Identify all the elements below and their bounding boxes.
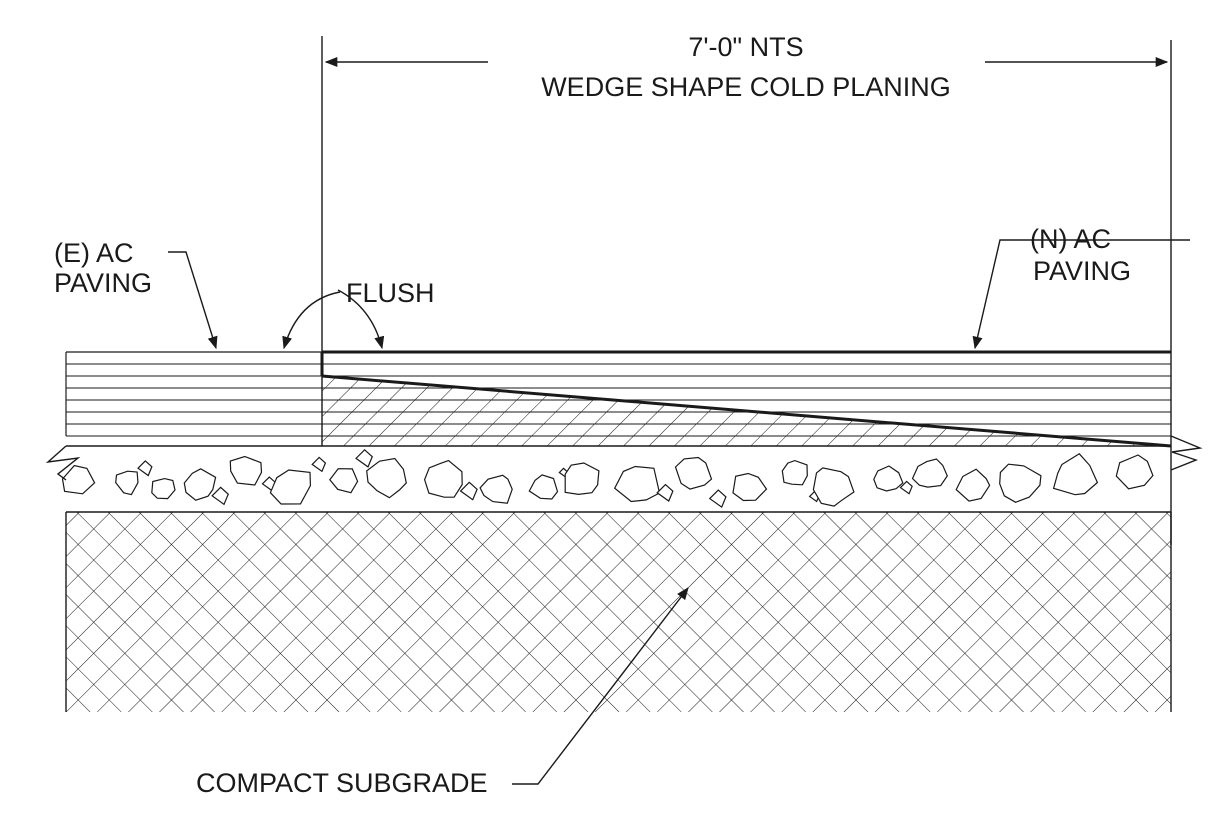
flush-text: FLUSH <box>346 278 435 308</box>
ac-paving-layer <box>65 350 1172 448</box>
dimension-description: WEDGE SHAPE COLD PLANING <box>541 72 951 102</box>
break-line-right <box>1170 435 1203 471</box>
new-ac-label: (N) AC PAVING <box>972 224 1190 350</box>
existing-ac-leader <box>168 251 218 350</box>
subgrade-leader <box>512 586 689 785</box>
existing-ac-label: (E) AC PAVING <box>54 238 218 350</box>
new-ac-line1: (N) AC <box>1030 224 1111 254</box>
new-ac-line2: PAVING <box>1033 256 1131 286</box>
compact-subgrade-layer <box>65 511 1172 712</box>
dimension-group: 7'-0" NTS WEDGE SHAPE COLD PLANING <box>321 32 1172 545</box>
existing-ac-line1: (E) AC <box>54 238 134 268</box>
dimension-value: 7'-0" NTS <box>688 32 803 62</box>
flush-arc-left <box>282 291 341 350</box>
subgrade-text: COMPACT SUBGRADE <box>196 768 488 798</box>
existing-ac-line2: PAVING <box>54 268 152 298</box>
subgrade-label: COMPACT SUBGRADE <box>196 586 689 798</box>
aggregate-base-layer <box>45 435 1203 509</box>
flush-arc-right <box>337 289 385 350</box>
new-ac-leader <box>972 239 1190 350</box>
flush-label: FLUSH <box>282 278 435 350</box>
break-line-left <box>45 445 81 481</box>
